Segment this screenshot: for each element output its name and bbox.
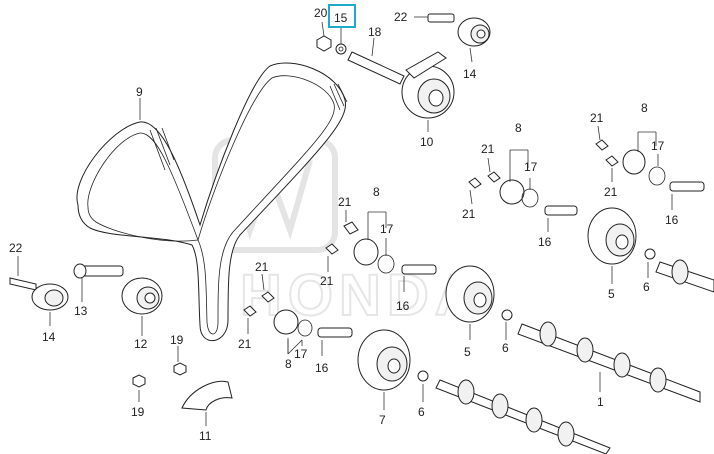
callout-17[interactable]: 17 [380,222,394,236]
callout-22[interactable]: 22 [394,10,408,24]
callout-12[interactable]: 12 [134,337,148,351]
callout-6[interactable]: 6 [418,405,425,419]
callout-6[interactable]: 6 [643,280,650,294]
callout-19[interactable]: 19 [170,333,184,347]
callout-7[interactable]: 7 [379,413,386,427]
timing-belt [76,62,348,342]
callout-8[interactable]: 8 [373,185,380,199]
nut-20 [316,35,332,52]
callout-20[interactable]: 20 [314,6,328,20]
callout-21[interactable]: 21 [320,274,334,288]
callout-5[interactable]: 5 [464,345,471,359]
callout-21[interactable]: 21 [255,260,269,274]
callout-21[interactable]: 21 [590,111,604,125]
tensioner-assembly [316,13,491,119]
callout-21[interactable]: 21 [481,142,495,156]
callout-17[interactable]: 17 [524,160,538,174]
callout-14[interactable]: 14 [42,330,56,344]
callout-11[interactable]: 11 [199,429,212,443]
callout-10[interactable]: 10 [420,135,434,149]
callout-19[interactable]: 19 [131,405,145,419]
callout-8[interactable]: 8 [515,121,522,135]
callout-8[interactable]: 8 [285,357,292,371]
callout-17[interactable]: 17 [294,347,308,361]
callout-21[interactable]: 21 [604,185,618,199]
callout-8[interactable]: 8 [641,101,648,115]
callout-21[interactable]: 21 [338,195,352,209]
callout-15[interactable]: 15 [334,11,348,25]
camshafts [435,259,714,454]
washer-15 [335,43,347,55]
callout-15-highlight [328,4,356,28]
callout-17[interactable]: 17 [651,139,665,153]
callout-22[interactable]: 22 [9,241,23,255]
cam-sensor-clusters [243,139,705,338]
callout-21[interactable]: 21 [238,337,252,351]
callout-18[interactable]: 18 [368,25,382,39]
callout-14[interactable]: 14 [463,67,477,81]
callout-21[interactable]: 21 [462,207,476,221]
callout-9[interactable]: 9 [136,85,143,99]
callout-16[interactable]: 16 [538,235,552,249]
callout-16[interactable]: 16 [315,361,329,375]
cam-pulleys [357,207,656,391]
callout-6[interactable]: 6 [502,341,509,355]
callout-labels: 20 15 22 18 14 10 9 8 21 17 21 8 21 17 2… [9,4,679,443]
callout-16[interactable]: 16 [396,299,410,313]
left-idler-group [9,263,233,411]
leader-lines [17,16,673,426]
callout-16[interactable]: 16 [665,213,679,227]
callout-5[interactable]: 5 [608,287,615,301]
callout-13[interactable]: 13 [74,304,88,318]
callout-1[interactable]: 1 [597,395,604,409]
